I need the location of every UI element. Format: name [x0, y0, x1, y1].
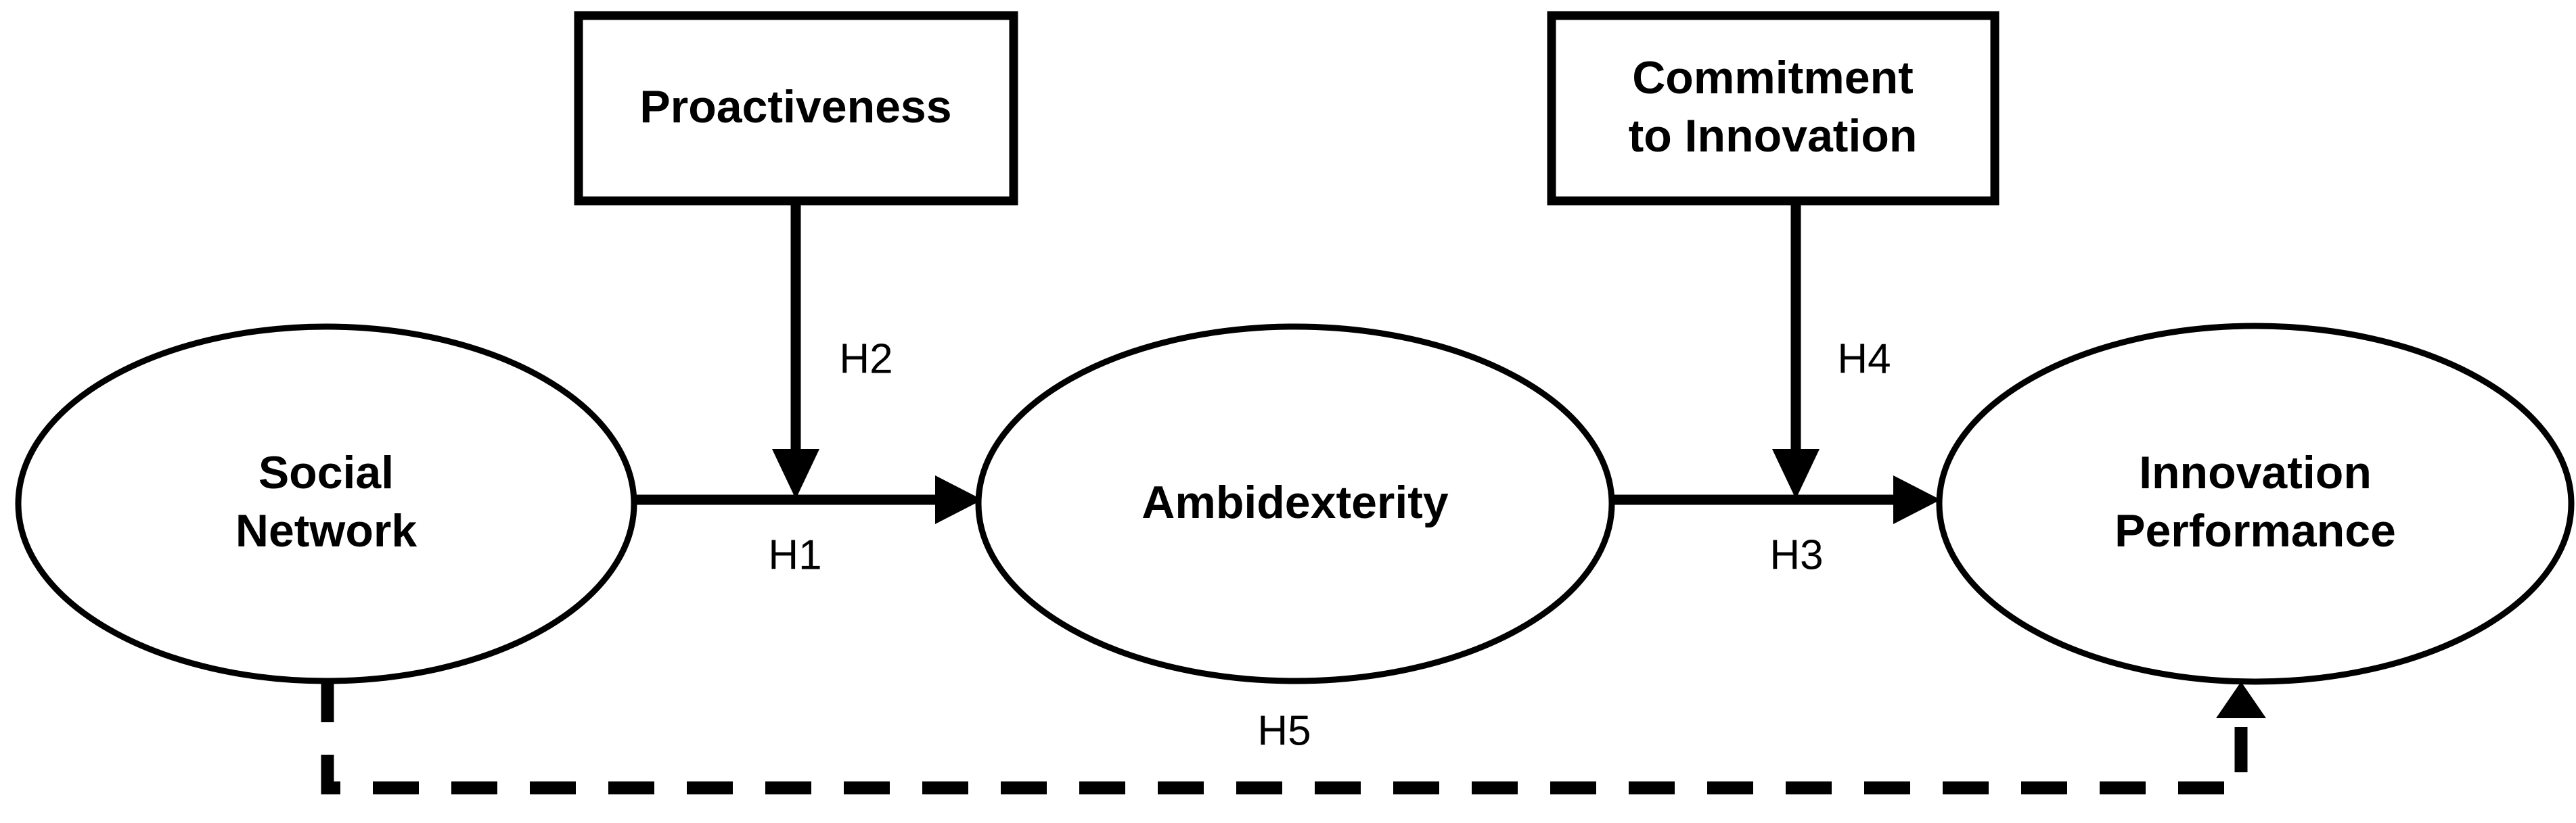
node-social-network[interactable]: Social Network	[15, 323, 637, 684]
connector-h1	[629, 475, 982, 524]
social-network-ellipse[interactable]	[15, 323, 637, 684]
node-innovation-performance[interactable]: Innovation Performance	[1936, 323, 2575, 685]
social-network-label-line2: Network	[235, 505, 417, 557]
connector-h4	[1772, 201, 1820, 499]
innovation-performance-ellipse[interactable]	[1936, 323, 2575, 685]
innovation-performance-label-line2: Performance	[2115, 505, 2396, 557]
connector-h2	[772, 201, 819, 499]
h5-dashed-path	[321, 676, 2248, 795]
commitment-to-innovation-label-line2: to Innovation	[1629, 110, 1918, 162]
ambidexterity-ellipse[interactable]	[975, 323, 1615, 684]
proactiveness-label-line1: Proactiveness	[639, 81, 951, 133]
hypothesis-label-h2: H2	[839, 335, 892, 382]
commitment-to-innovation-rect[interactable]	[1547, 11, 1999, 206]
h2-arrowhead-icon	[772, 449, 819, 499]
hypothesis-label-h1: H1	[768, 532, 821, 578]
h4-arrowhead-icon	[1772, 449, 1820, 499]
node-proactiveness[interactable]: Proactiveness	[574, 11, 1018, 206]
hypothesis-label-h4: H4	[1837, 335, 1891, 382]
connector-h3	[1608, 475, 1941, 524]
connector-h5	[321, 676, 2266, 795]
social-network-label-line1: Social	[258, 447, 394, 498]
h1-arrowhead-icon	[935, 475, 982, 524]
hypothesis-label-h3: H3	[1769, 532, 1823, 578]
ambidexterity-label-line1: Ambidexterity	[1142, 477, 1449, 528]
node-ambidexterity[interactable]: Ambidexterity	[975, 323, 1615, 684]
innovation-performance-label-line1: Innovation	[2139, 447, 2372, 498]
h5-arrowhead-icon	[2216, 682, 2266, 718]
h3-arrowhead-icon	[1893, 475, 1941, 524]
commitment-to-innovation-label-line1: Commitment	[1632, 52, 1914, 103]
node-commitment-to-innovation[interactable]: Commitment to Innovation	[1547, 11, 1999, 206]
proactiveness-rect[interactable]	[574, 11, 1018, 206]
hypothesis-label-h5: H5	[1257, 707, 1311, 754]
